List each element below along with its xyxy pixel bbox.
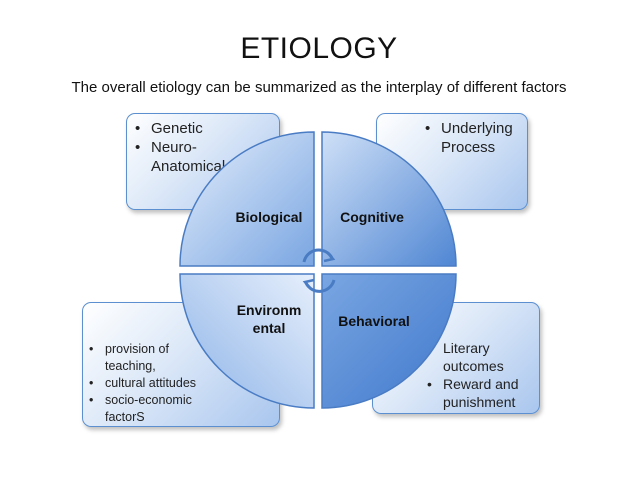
list-item: provision of teaching, [87,341,207,375]
label-behavioral: Behavioral [338,313,410,329]
list-item: cultural attitudes [87,375,207,392]
label-cognitive: Cognitive [340,209,404,225]
diagram-subtitle: The overall etiology can be summarized a… [71,79,567,96]
list-item: socio-economic factorS [87,392,207,426]
list-item: Reward and punishment [425,375,537,411]
list-item: Underlying Process [423,119,523,157]
quadrant-behavioral [321,273,457,409]
list-item: Neuro-Anatomical [133,138,238,176]
quadrant-biological [179,131,315,267]
quadrant-environmental [179,273,315,409]
list-item: Literary outcomes [443,340,504,374]
diagram-title: ETIOLOGY [240,32,398,65]
label-biological: Biological [235,209,303,225]
list-item: Genetic [133,119,238,138]
circular-arrows-icon [302,248,336,293]
label-environmental-line1: Environm [236,302,302,318]
label-environmental-line2: ental [252,320,286,336]
quadrant-cognitive [321,131,457,267]
